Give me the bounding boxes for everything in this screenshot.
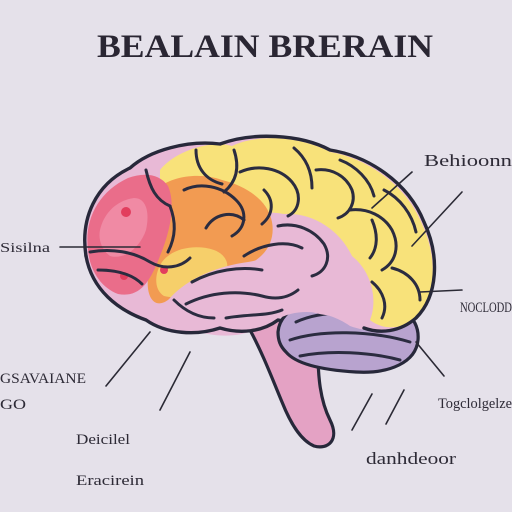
leader-bottom-left-1 bbox=[105, 331, 151, 387]
labels: Behioonn Sisilna NOCLODD GSAVAIANE GO To… bbox=[0, 151, 512, 489]
leader-lines bbox=[59, 171, 463, 431]
brain-folds bbox=[88, 146, 422, 320]
frontal-highlight bbox=[99, 198, 148, 257]
leader-right-mid bbox=[419, 289, 463, 293]
label-bottom-left-1: GSAVAIANE bbox=[0, 371, 86, 387]
leader-bottom-right bbox=[385, 389, 405, 425]
label-bottom-left-3: Deicilel bbox=[76, 432, 130, 448]
leader-top-right-1 bbox=[371, 171, 413, 209]
leader-stem bbox=[351, 393, 373, 431]
leader-top-right-2 bbox=[411, 191, 463, 247]
label-bottom-right: danhdeoor bbox=[366, 449, 456, 468]
label-bottom-left-4: Eracirein bbox=[76, 473, 145, 489]
diagram-title: BEALAIN BRERAIN bbox=[97, 29, 433, 65]
brain-illustration bbox=[83, 134, 437, 449]
label-left: Sisilna bbox=[0, 241, 51, 256]
leader-right-low bbox=[415, 341, 445, 377]
label-right-mid: NOCLODD bbox=[460, 300, 512, 316]
leader-bottom-left-2 bbox=[159, 351, 191, 411]
label-right-low: Togclolgelze bbox=[438, 396, 512, 412]
label-bottom-left-2: GO bbox=[0, 397, 26, 413]
brain-outline bbox=[83, 134, 437, 333]
brain-outline-lower bbox=[84, 254, 280, 335]
label-top-right: Behioonn bbox=[424, 151, 512, 170]
